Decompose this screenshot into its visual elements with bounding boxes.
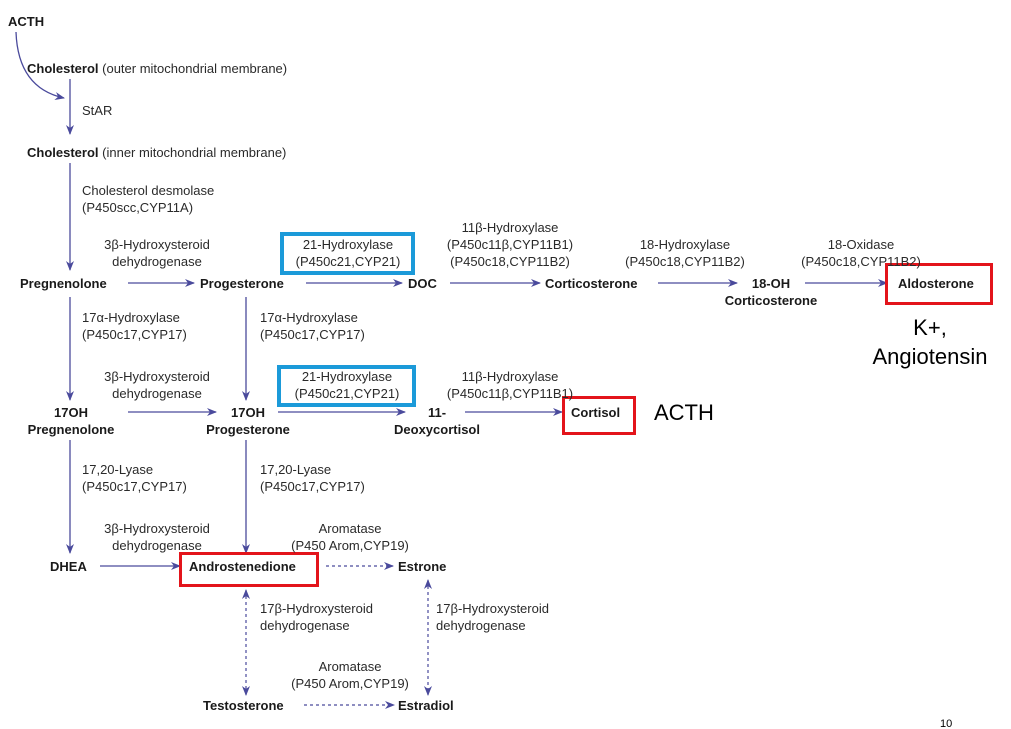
regulator-angiotensin: Angiotensin (872, 344, 988, 369)
highlight-aldosterone (885, 263, 993, 305)
aldosterone-regulators: K+, Angiotensin (873, 313, 988, 371)
enzyme-aromatase-2: Aromatase (P450 Arom,CYP19) (291, 658, 409, 692)
testosterone: Testosterone (203, 698, 284, 713)
enzyme-18-oxidase: 18-Oxidase (P450c18,CYP11B2) (801, 236, 921, 270)
page-number: 10 (940, 718, 953, 729)
enzyme-21-hydroxylase-2: 21-Hydroxylase (P450c21,CYP21) (295, 368, 400, 402)
enzyme-18-hydroxylase: 18-Hydroxylase (P450c18,CYP11B2) (625, 236, 745, 270)
enzyme-name: 17β-Hydroxysteroid (260, 601, 373, 616)
enzyme-code: (P450c17,CYP17) (82, 479, 187, 494)
enzyme-desmolase: Cholesterol desmolase (P450scc,CYP11A) (82, 182, 214, 216)
enzyme-name: 17,20-Lyase (260, 462, 332, 477)
enzyme-name: Cholesterol desmolase (82, 183, 215, 198)
enzyme-code: (P450c11β,CYP11B1) (446, 386, 574, 401)
enzyme-3b-hsd-1: 3β-Hydroxysteroid dehydrogenase (104, 236, 210, 270)
cholesterol-inner: Cholesterol (inner mitochondrial membran… (27, 144, 286, 161)
acth-label: ACTH (8, 14, 45, 29)
cholesterol-outer-name: Cholesterol (27, 61, 99, 76)
corticosterone: Corticosterone (545, 276, 638, 291)
enzyme-17-20-lyase-2: 17,20-Lyase (P450c17,CYP17) (260, 461, 365, 495)
enzyme-name: Aromatase (318, 521, 382, 536)
cholesterol-outer: Cholesterol (outer mitochondrial membran… (27, 60, 287, 77)
enzyme-code: (P450c18,CYP11B2) (801, 254, 921, 269)
enzyme-code: (P450c17,CYP17) (260, 479, 365, 494)
enzyme-17b-hsd-2: 17β-Hydroxysteroid dehydrogenase (436, 600, 549, 634)
enzyme-name: 17α-Hydroxylase (82, 310, 180, 325)
enzyme-code: (P450c21,CYP21) (295, 254, 401, 269)
enzyme-name: 18-Oxidase (827, 237, 895, 252)
regulator-k: K+, (913, 315, 947, 340)
enzyme-name-2: dehydrogenase (260, 618, 350, 633)
enzyme-name: 3β-Hydroxysteroid (104, 521, 210, 536)
enzyme-name: 21-Hydroxylase (301, 369, 393, 384)
17oh-preg-line1: 17OH (54, 405, 88, 420)
aldosterone: Aldosterone (898, 276, 974, 291)
enzyme-name: 3β-Hydroxysteroid (104, 369, 210, 384)
enzyme-11b-hydroxylase-2: 11β-Hydroxylase (P450c11β,CYP11B1) (447, 368, 573, 402)
highlight-androstenedione (179, 552, 319, 587)
enzyme-name-2: dehydrogenase (112, 254, 202, 269)
highlight-cortisol (562, 396, 636, 435)
enzyme-21-hydroxylase-1: 21-Hydroxylase (P450c21,CYP21) (296, 236, 401, 270)
enzyme-name-2: dehydrogenase (436, 618, 526, 633)
cortisol-regulator: ACTH (654, 400, 714, 425)
enzyme-3b-hsd-2: 3β-Hydroxysteroid dehydrogenase (104, 368, 210, 402)
enzyme-name: Aromatase (318, 659, 382, 674)
18-oh-line1: 18-OH (751, 276, 791, 291)
17oh-pregnenolone: 17OH Pregnenolone (28, 404, 115, 438)
enzyme-name: 17,20-Lyase (82, 462, 154, 477)
estradiol: Estradiol (398, 698, 454, 713)
enzyme-aromatase-1: Aromatase (P450 Arom,CYP19) (291, 520, 409, 554)
enzyme-name: 17α-Hydroxylase (260, 310, 358, 325)
17oh-prog-line1: 17OH (231, 405, 265, 420)
18-oh-line2: Corticosterone (724, 293, 818, 308)
estrone: Estrone (398, 559, 447, 574)
androstenedione: Androstenedione (189, 559, 296, 574)
enzyme-star: StAR (82, 103, 113, 118)
enzyme-code: (P450c18,CYP11B2) (625, 254, 745, 269)
highlight-21-hydroxylase-2 (277, 365, 416, 407)
enzyme-code: (P450c17,CYP17) (82, 327, 187, 342)
cholesterol-inner-note: (inner mitochondrial membrane) (102, 145, 287, 160)
progesterone: Progesterone (200, 276, 284, 291)
enzyme-code: (P450 Arom,CYP19) (291, 676, 409, 691)
enzyme-code: (P450c11β,CYP11B1) (446, 237, 574, 252)
enzyme-name-2: dehydrogenase (112, 386, 202, 401)
enzyme-code: (P450 Arom,CYP19) (291, 538, 409, 553)
enzyme-name-2: dehydrogenase (112, 538, 202, 553)
enzyme-name: 21-Hydroxylase (302, 237, 394, 252)
enzyme-17a-hydroxylase-1: 17α-Hydroxylase (P450c17,CYP17) (82, 309, 187, 343)
arrow-acth-to-cholesterol (15, 31, 65, 100)
deoxy-line1: 11- (427, 405, 447, 420)
enzyme-name: 3β-Hydroxysteroid (104, 237, 210, 252)
enzyme-code: (P450c21,CYP21) (294, 386, 400, 401)
cortisol: Cortisol (571, 405, 621, 420)
enzyme-name: 11β-Hydroxylase (461, 220, 559, 235)
17oh-prog-line2: Progesterone (206, 422, 290, 437)
pregnenolone: Pregnenolone (20, 276, 107, 291)
enzyme-11b-hydroxylase-1: 11β-Hydroxylase (P450c11β,CYP11B1) (P450c1… (447, 219, 573, 270)
enzyme-3b-hsd-3: 3β-Hydroxysteroid dehydrogenase (104, 520, 210, 554)
17oh-preg-line2: Pregnenolone (27, 422, 115, 437)
dhea: DHEA (50, 559, 87, 574)
11-deoxycortisol: 11- Deoxycortisol (394, 404, 480, 438)
enzyme-code: (P450c17,CYP17) (260, 327, 365, 342)
cholesterol-inner-name: Cholesterol (27, 145, 99, 160)
cholesterol-outer-note: (outer mitochondrial membrane) (102, 61, 288, 76)
enzyme-17a-hydroxylase-2: 17α-Hydroxylase (P450c17,CYP17) (260, 309, 365, 343)
enzyme-name: 11β-Hydroxylase (461, 369, 559, 384)
deoxy-line2: Deoxycortisol (394, 422, 480, 437)
enzyme-name: 18-Hydroxylase (639, 237, 731, 252)
highlight-21-hydroxylase-1 (280, 232, 415, 275)
17oh-progesterone: 17OH Progesterone (206, 404, 290, 438)
enzyme-17b-hsd-1: 17β-Hydroxysteroid dehydrogenase (260, 600, 373, 634)
enzyme-name: 17β-Hydroxysteroid (436, 601, 549, 616)
enzyme-17-20-lyase-1: 17,20-Lyase (P450c17,CYP17) (82, 461, 187, 495)
doc: DOC (408, 276, 437, 291)
enzyme-code: (P450scc,CYP11A) (82, 200, 194, 215)
18-oh-corticosterone: 18-OH Corticosterone (725, 275, 817, 309)
enzyme-code-2: (P450c18,CYP11B2) (450, 254, 570, 269)
